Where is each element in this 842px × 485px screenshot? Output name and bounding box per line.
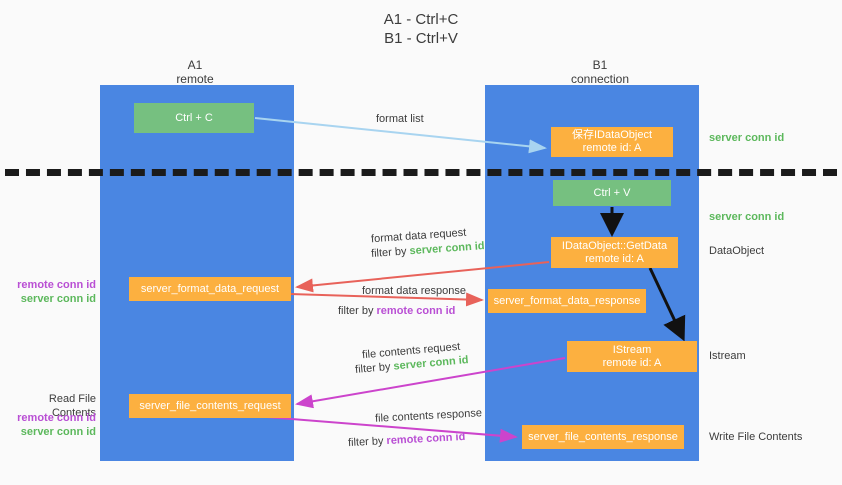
node-ctrl-c[interactable]: Ctrl + C: [134, 103, 254, 133]
label-conn-ids-lower: remote conn id server conn id: [8, 411, 96, 439]
filter-server-conn-id: server conn id: [409, 240, 485, 258]
edge-label-format-data-response: format data response: [362, 285, 466, 297]
page-title: A1 - Ctrl+C B1 - Ctrl+V: [383, 11, 459, 47]
filter-by-text-3: filter by: [354, 360, 395, 376]
phase-divider: [5, 169, 837, 176]
node-idataobject-getdata[interactable]: IDataObject::GetData remote id: A: [551, 237, 678, 268]
label-read-file-contents: Read File Contents: [48, 393, 96, 419]
label-dataobject: DataObject: [709, 245, 765, 257]
edge-label-format-data-response-filter: filter by remote conn id: [338, 304, 455, 319]
filter-remote-conn-id: remote conn id: [376, 305, 456, 317]
filter-by-text: filter by: [370, 245, 410, 260]
label-server-conn-id-2: server conn id: [20, 426, 96, 438]
label-conn-ids-upper: remote conn id server conn id: [8, 278, 96, 306]
label-server-conn-id: server conn id: [20, 293, 96, 305]
label-remote-conn-id-2: remote conn id: [17, 412, 96, 424]
node-save-idataobject[interactable]: 保存IDataObject remote id: A: [551, 127, 673, 157]
node-istream[interactable]: IStream remote id: A: [567, 341, 697, 372]
node-server-file-contents-request[interactable]: server_file_contents_request: [129, 394, 291, 418]
node-ctrl-v[interactable]: Ctrl + V: [553, 180, 671, 206]
filter-by-text-2: filter by: [338, 305, 377, 317]
node-server-file-contents-response[interactable]: server_file_contents_response: [522, 425, 684, 449]
edge-label-file-contents-response: file contents response: [374, 407, 483, 425]
label-remote-conn-id: remote conn id: [17, 279, 96, 291]
label-write-file-contents: Write File Contents: [709, 431, 803, 443]
edge-label-format-list: format list: [376, 113, 424, 125]
label-istream: Istream: [709, 350, 746, 362]
filter-by-text-4: filter by: [347, 435, 387, 450]
node-server-format-data-request[interactable]: server_format_data_request: [129, 277, 291, 301]
column-header-a1: A1 remote: [176, 58, 214, 86]
column-header-b1: B1 connection: [570, 58, 630, 86]
label-server-conn-id-top: server conn id: [709, 132, 785, 144]
node-server-format-data-response[interactable]: server_format_data_response: [488, 289, 646, 313]
edge-label-file-contents-response-filter: filter by remote conn id: [348, 430, 466, 451]
filter-remote-conn-id-2: remote conn id: [386, 430, 466, 448]
label-server-conn-id-mid: server conn id: [709, 211, 785, 223]
